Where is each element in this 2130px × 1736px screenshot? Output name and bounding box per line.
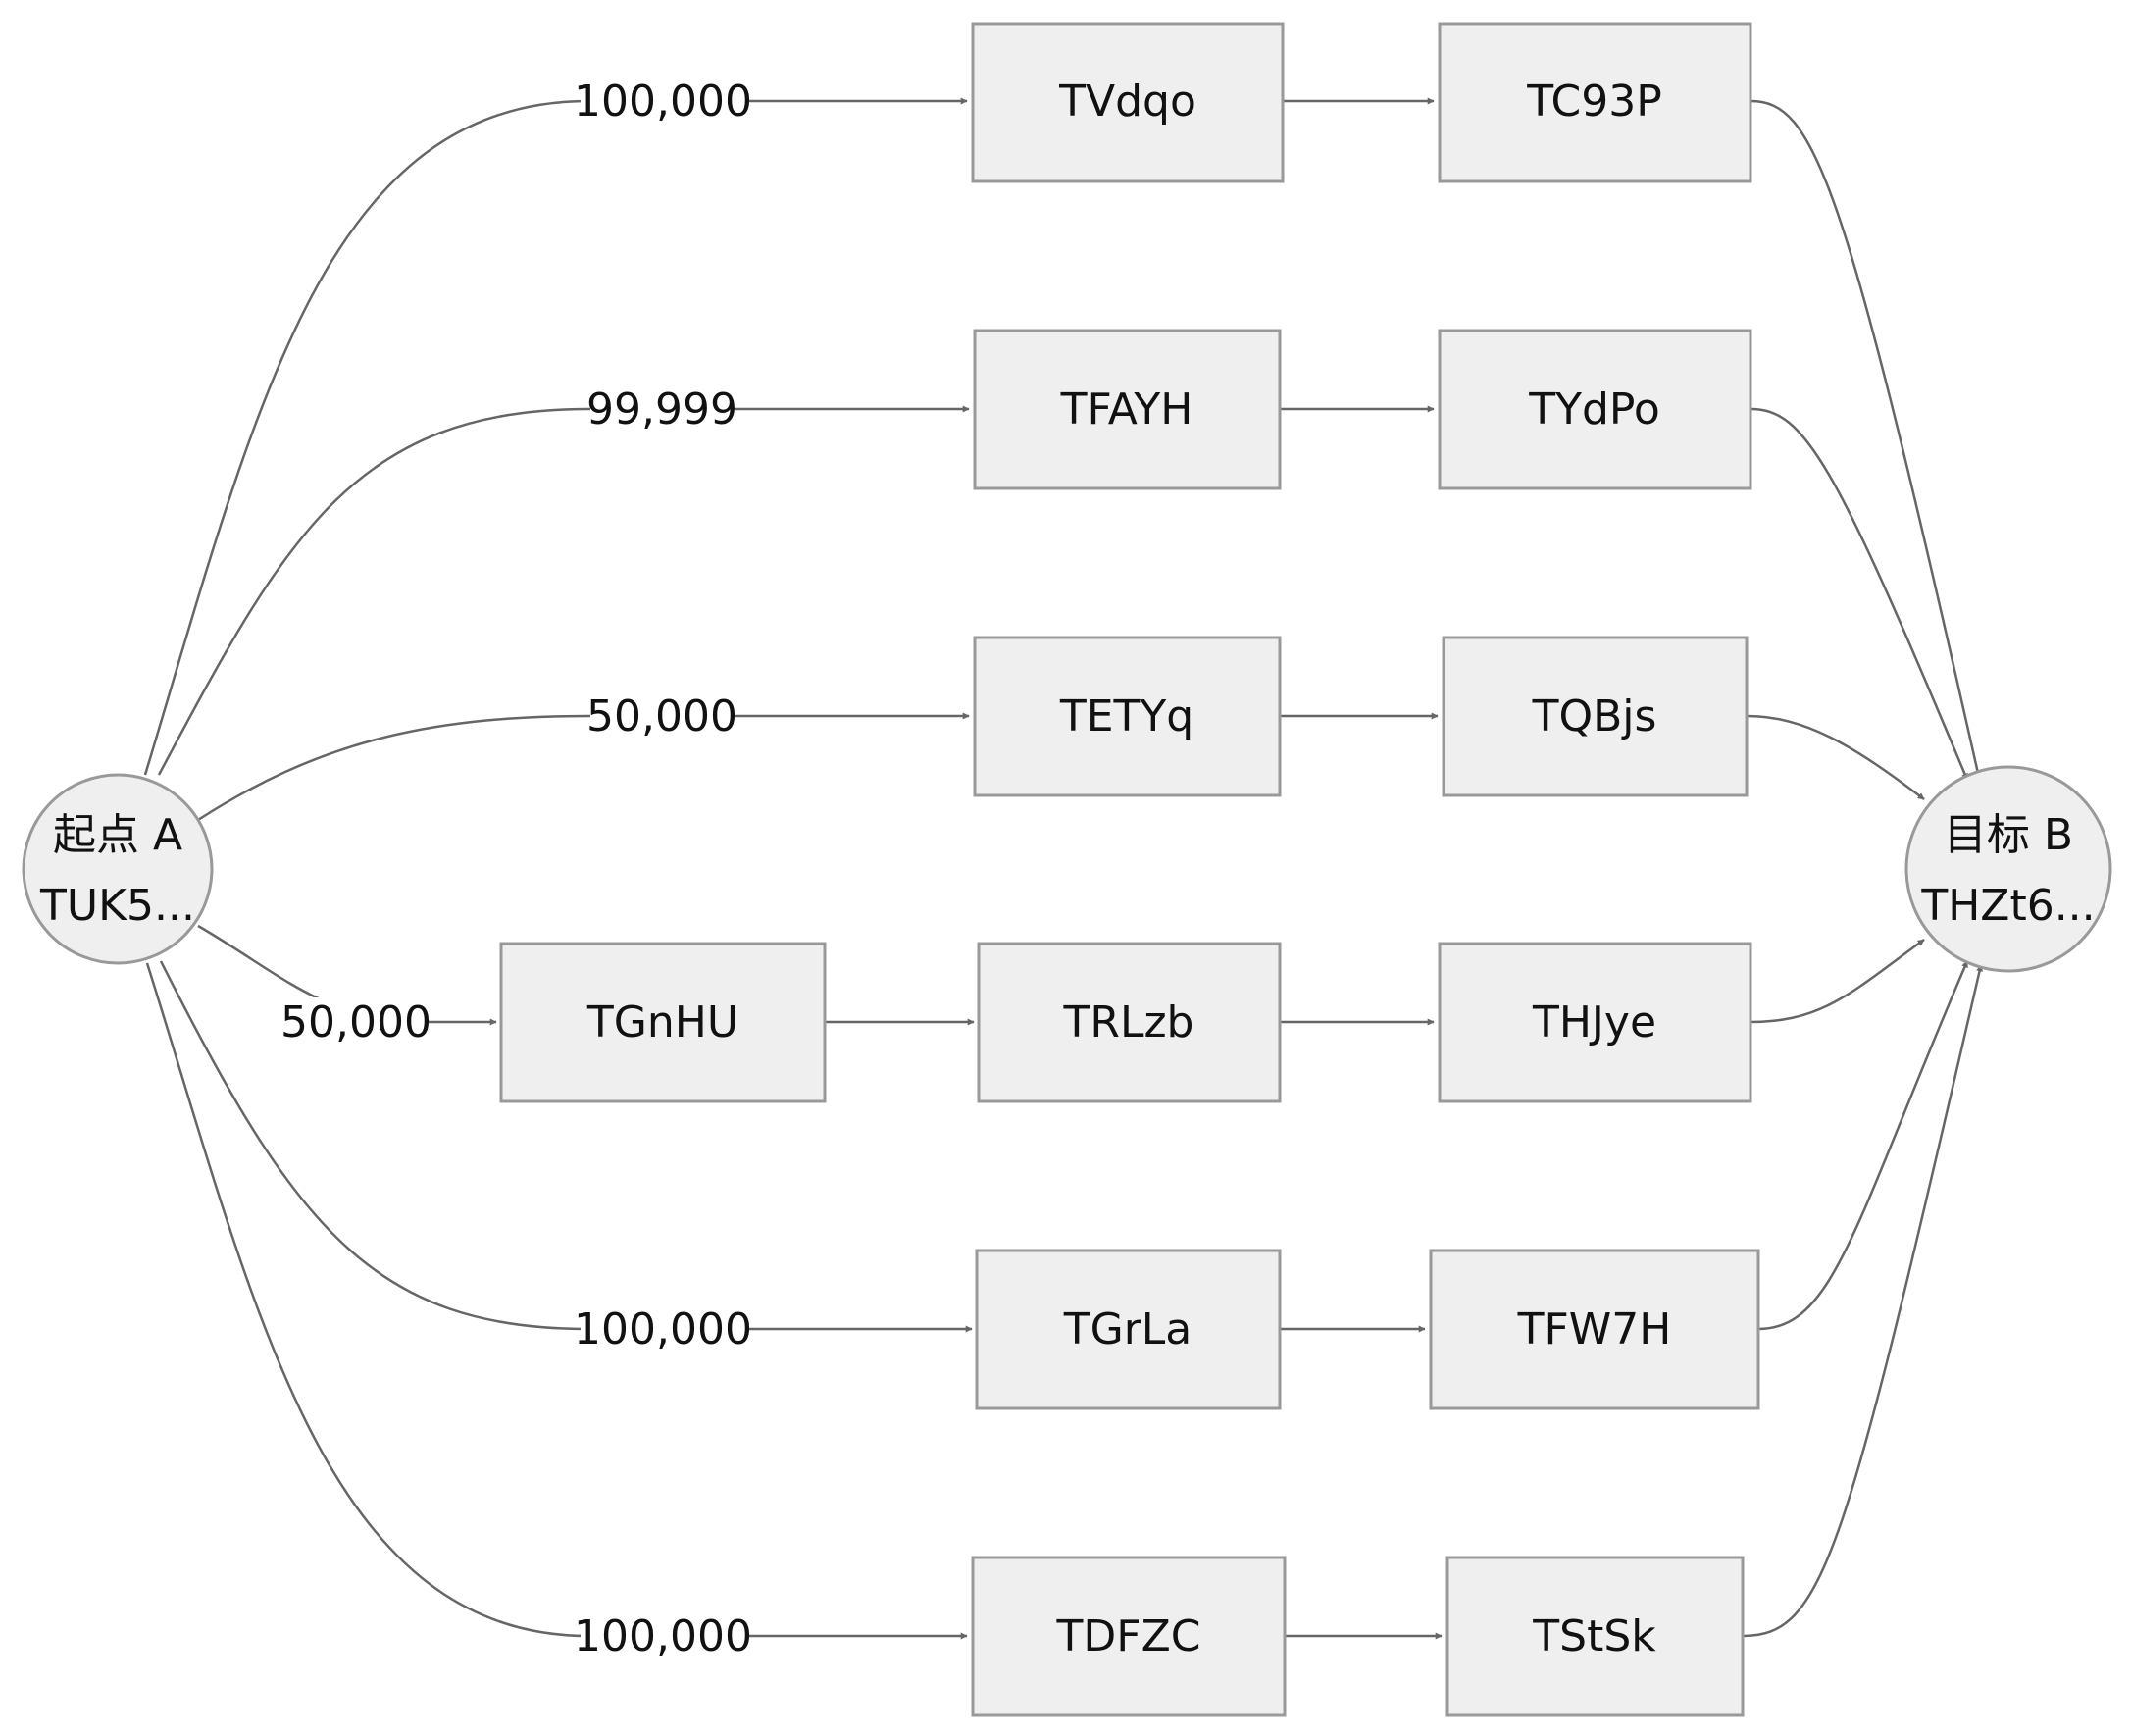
- node-label: TGrLa: [1063, 1304, 1192, 1354]
- node-box[interactable]: TFAYH: [973, 329, 1282, 490]
- node-label: TFW7H: [1517, 1304, 1672, 1354]
- target-node-address: THZt6...: [1920, 881, 2095, 931]
- edge-label-amount: 50,000: [280, 997, 431, 1047]
- edge-labels: 100,000 99,999 50,000 50,000 100,000 100…: [280, 77, 752, 1661]
- node-label: TVdqo: [1058, 77, 1196, 127]
- edge-TStSk-to-target: [1742, 964, 1983, 1638]
- edge-label-amount: 100,000: [574, 77, 752, 127]
- node-box[interactable]: THJye: [1438, 942, 1752, 1103]
- source-node-title: 起点 A: [53, 810, 182, 860]
- edge-TQBjs-to-target: [1746, 714, 1925, 800]
- edge-source-to-path-2: [157, 405, 970, 776]
- node-box[interactable]: TVdqo: [971, 22, 1285, 183]
- edge-label-amount: 99,999: [586, 384, 737, 434]
- node-box[interactable]: TDFZC: [971, 1556, 1287, 1717]
- node-label: TDFZC: [1056, 1611, 1201, 1661]
- node-box[interactable]: TGnHU: [499, 942, 827, 1103]
- source-node[interactable]: 起点 A TUK5...: [22, 773, 214, 965]
- node-box[interactable]: TC93P: [1438, 22, 1752, 183]
- node-label: TStSk: [1532, 1611, 1656, 1661]
- node-label: TRLzb: [1063, 997, 1194, 1047]
- target-node-title: 目标 B: [1944, 810, 2073, 860]
- node-label: THJye: [1532, 997, 1656, 1047]
- edge-label-amount: 100,000: [574, 1611, 752, 1661]
- node-box[interactable]: TStSk: [1445, 1556, 1745, 1717]
- edge-TC93P-to-target: [1750, 99, 1982, 779]
- edges-from-source: [143, 97, 973, 1640]
- edge-TFW7H-to-target: [1757, 960, 1969, 1331]
- edge-source-to-path-1: [143, 97, 968, 776]
- edge-source-to-path-5: [159, 960, 973, 1333]
- node-label: TGnHU: [586, 997, 738, 1047]
- target-node[interactable]: 目标 B THZt6...: [1904, 765, 2112, 973]
- edge-source-to-path-3: [197, 712, 970, 822]
- source-node-address: TUK5...: [39, 881, 195, 931]
- edge-source-to-path-6: [145, 962, 968, 1640]
- node-box[interactable]: TGrLa: [975, 1249, 1282, 1410]
- node-label: TETYq: [1059, 691, 1193, 741]
- node-box[interactable]: TYdPo: [1438, 329, 1752, 490]
- edge-THJye-to-target: [1750, 938, 1925, 1024]
- node-label: TYdPo: [1528, 384, 1660, 434]
- edges-between-hops: [825, 97, 1443, 1640]
- node-label: TQBjs: [1532, 691, 1657, 741]
- edges-to-target: [1742, 99, 1983, 1638]
- intermediate-nodes: TVdqo TC93P TFAYH TYdPo TETYq TQBjs TGnH…: [499, 22, 1760, 1717]
- node-label: TFAYH: [1060, 384, 1193, 434]
- node-label: TC93P: [1526, 77, 1662, 127]
- edge-TYdPo-to-target: [1750, 407, 1969, 781]
- edge-label-amount: 50,000: [586, 691, 737, 741]
- node-box[interactable]: TRLzb: [977, 942, 1282, 1103]
- node-box[interactable]: TFW7H: [1429, 1249, 1760, 1410]
- node-box[interactable]: TQBjs: [1442, 636, 1749, 797]
- node-box[interactable]: TETYq: [973, 636, 1282, 797]
- edge-label-amount: 100,000: [574, 1304, 752, 1354]
